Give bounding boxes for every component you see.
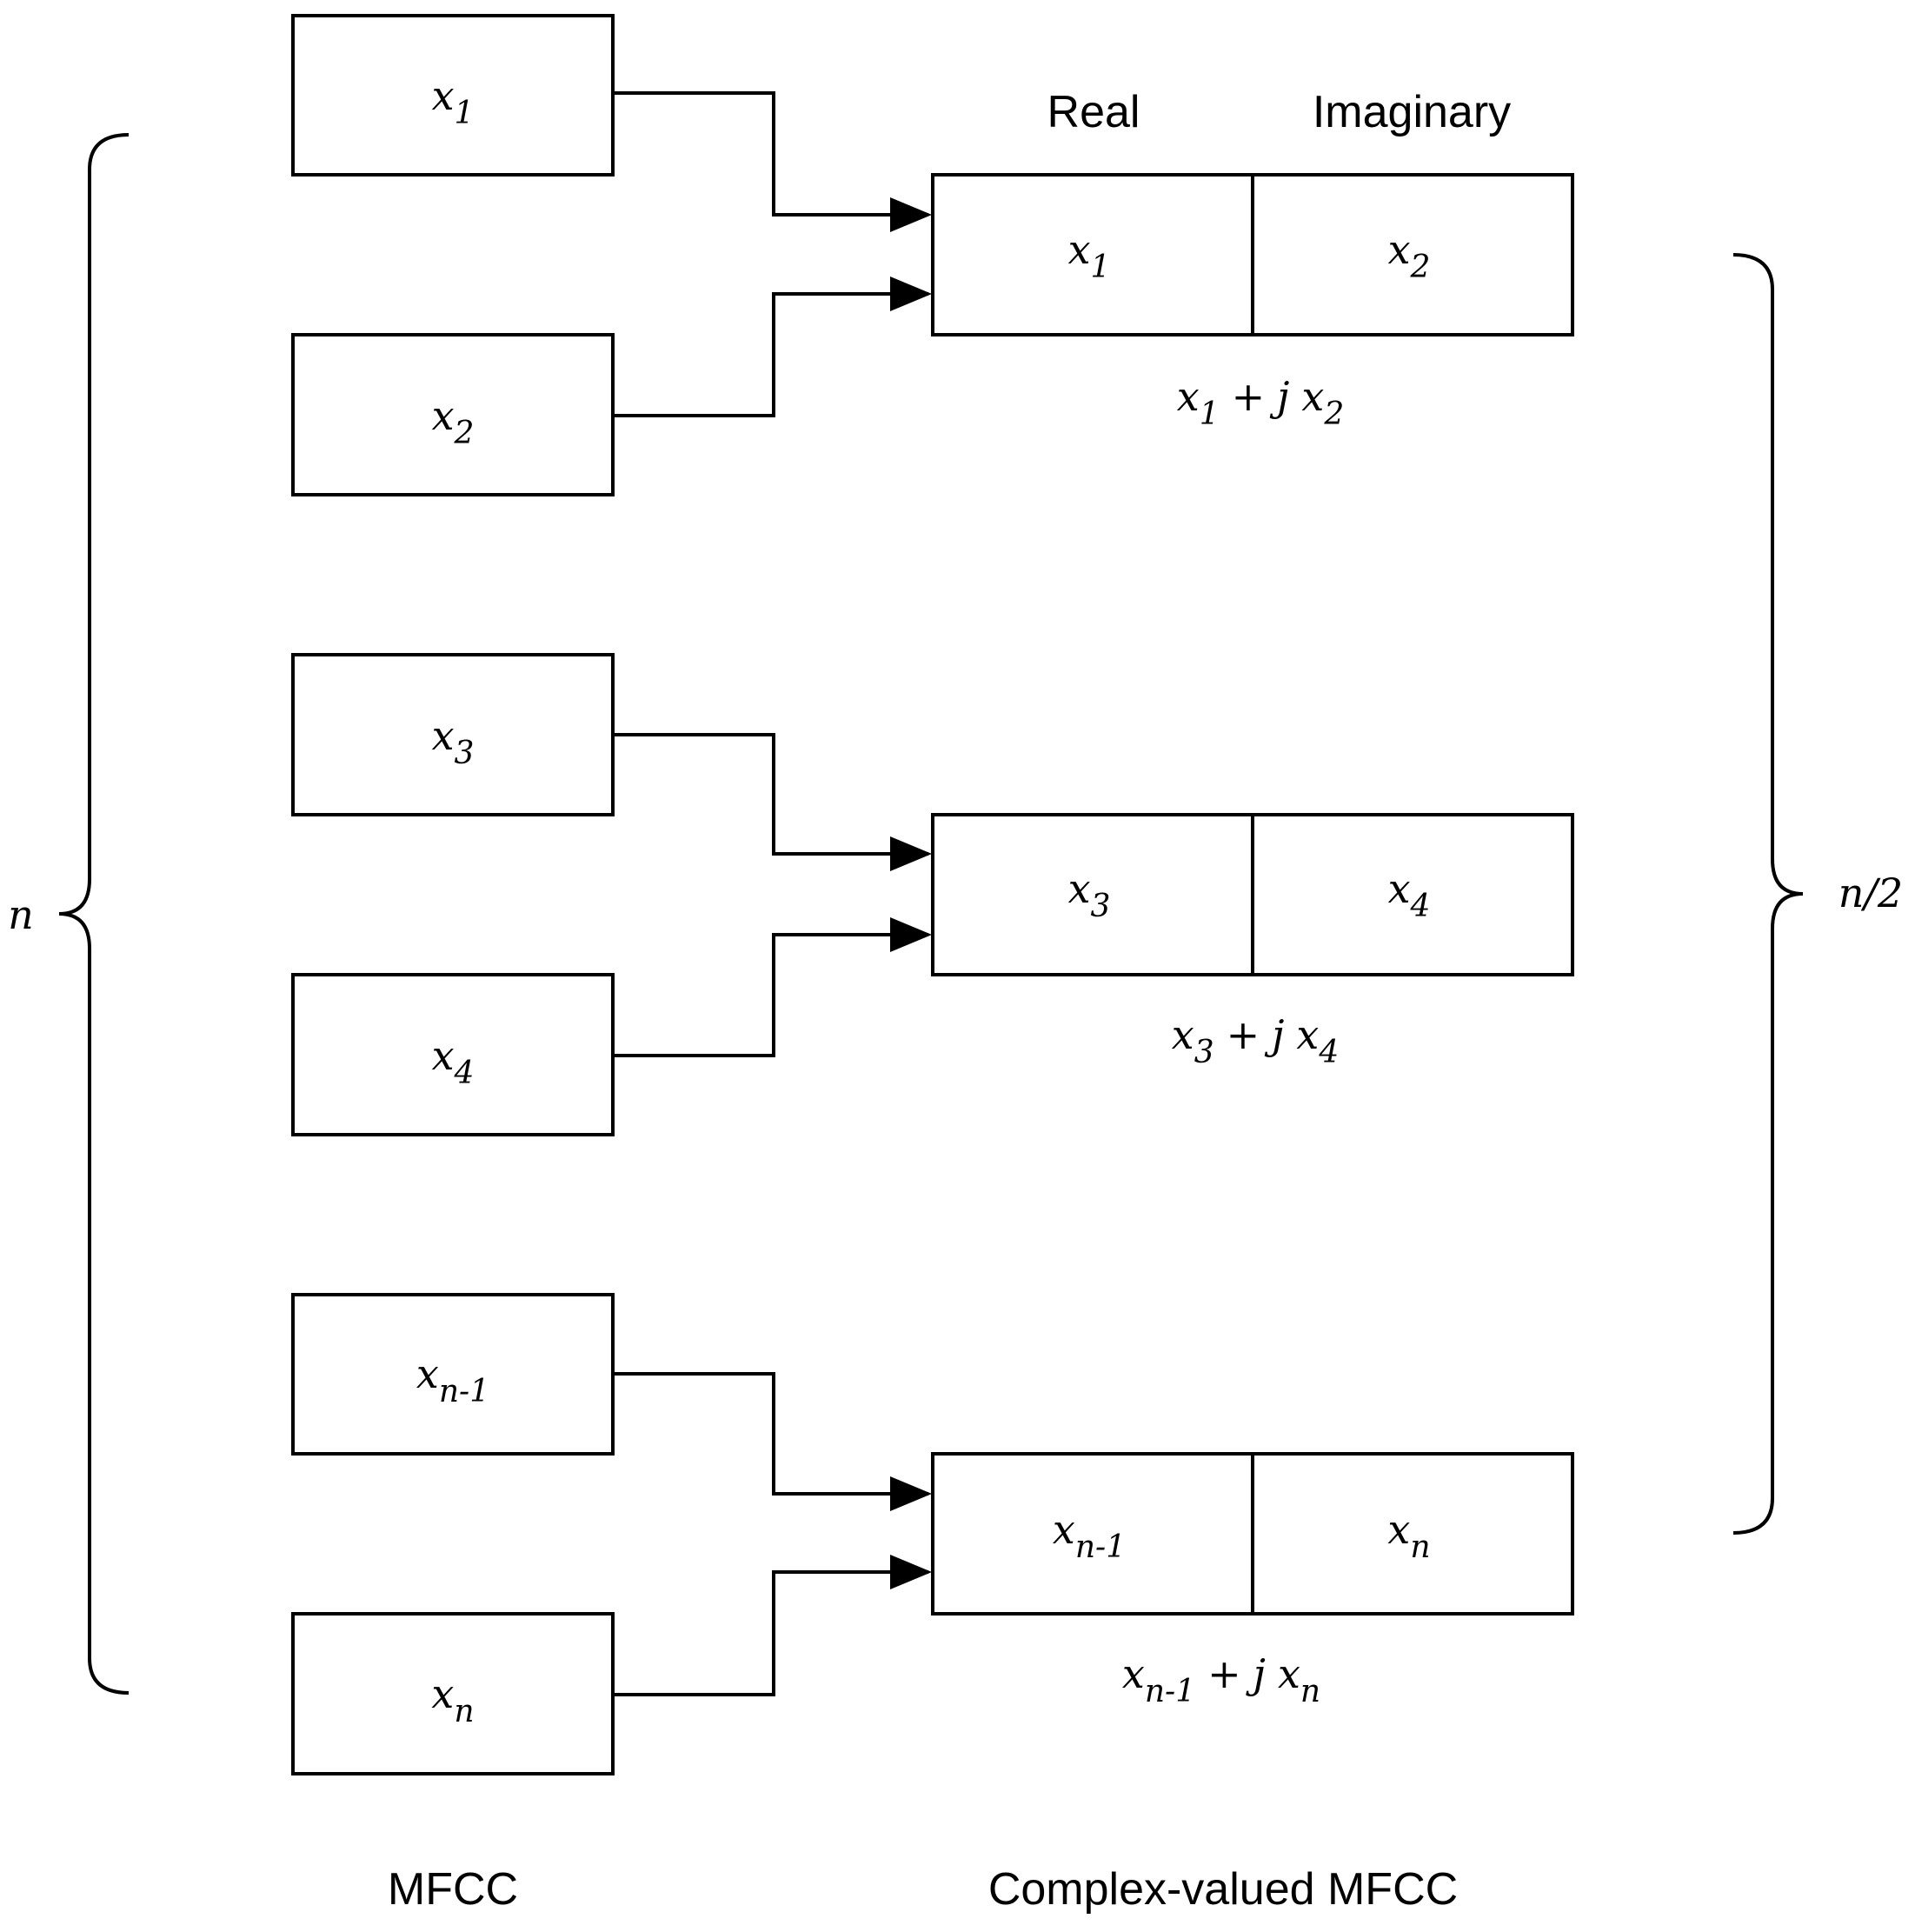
output-2-imag: x4 (1388, 865, 1431, 924)
connector-arrow-1 (613, 91, 932, 232)
left-brace-label: n (8, 891, 34, 938)
svg-text:xn-1: xn-1 (416, 1350, 489, 1409)
input-box-n: xn (291, 1612, 615, 1775)
svg-text:x4: x4 (432, 1032, 475, 1091)
output-2-real: x3 (1068, 865, 1111, 924)
connector-arrow-2 (613, 276, 932, 417)
connector-arrow-3 (613, 733, 932, 871)
output-box-1: x1 x2 (931, 173, 1574, 336)
connector-arrow-5 (613, 1372, 932, 1511)
svg-text:xn: xn (431, 1670, 474, 1729)
svg-text:x1: x1 (432, 72, 475, 131)
output-1-real: x1 (1068, 226, 1111, 285)
svg-text:x2: x2 (432, 392, 475, 451)
input-box-n-minus-1: xn-1 (291, 1293, 615, 1456)
connector-arrow-4 (613, 917, 932, 1057)
svg-text:x3: x3 (432, 712, 475, 771)
input-box-3: x3 (291, 653, 615, 816)
output-box-3: xn-1 xn (931, 1452, 1574, 1616)
left-brace (58, 133, 130, 1695)
complex-mfcc-caption: Complex-valued MFCC (988, 1864, 1458, 1915)
right-brace (1732, 253, 1804, 1535)
output-box-2: x3 x4 (931, 813, 1574, 976)
output-1-imag: x2 (1388, 226, 1431, 285)
real-column-header: Real (1047, 87, 1140, 137)
imaginary-column-header: Imaginary (1313, 87, 1511, 137)
right-brace-label: n/2 (1839, 869, 1903, 916)
output-3-real: xn-1 (1053, 1506, 1126, 1565)
input-box-2: x2 (291, 333, 615, 496)
input-box-4: x4 (291, 973, 615, 1136)
input-box-1: x1 (291, 14, 615, 177)
output-3-imag: xn (1387, 1506, 1430, 1565)
connector-arrow-6 (613, 1555, 932, 1696)
mfcc-caption: MFCC (388, 1864, 518, 1915)
